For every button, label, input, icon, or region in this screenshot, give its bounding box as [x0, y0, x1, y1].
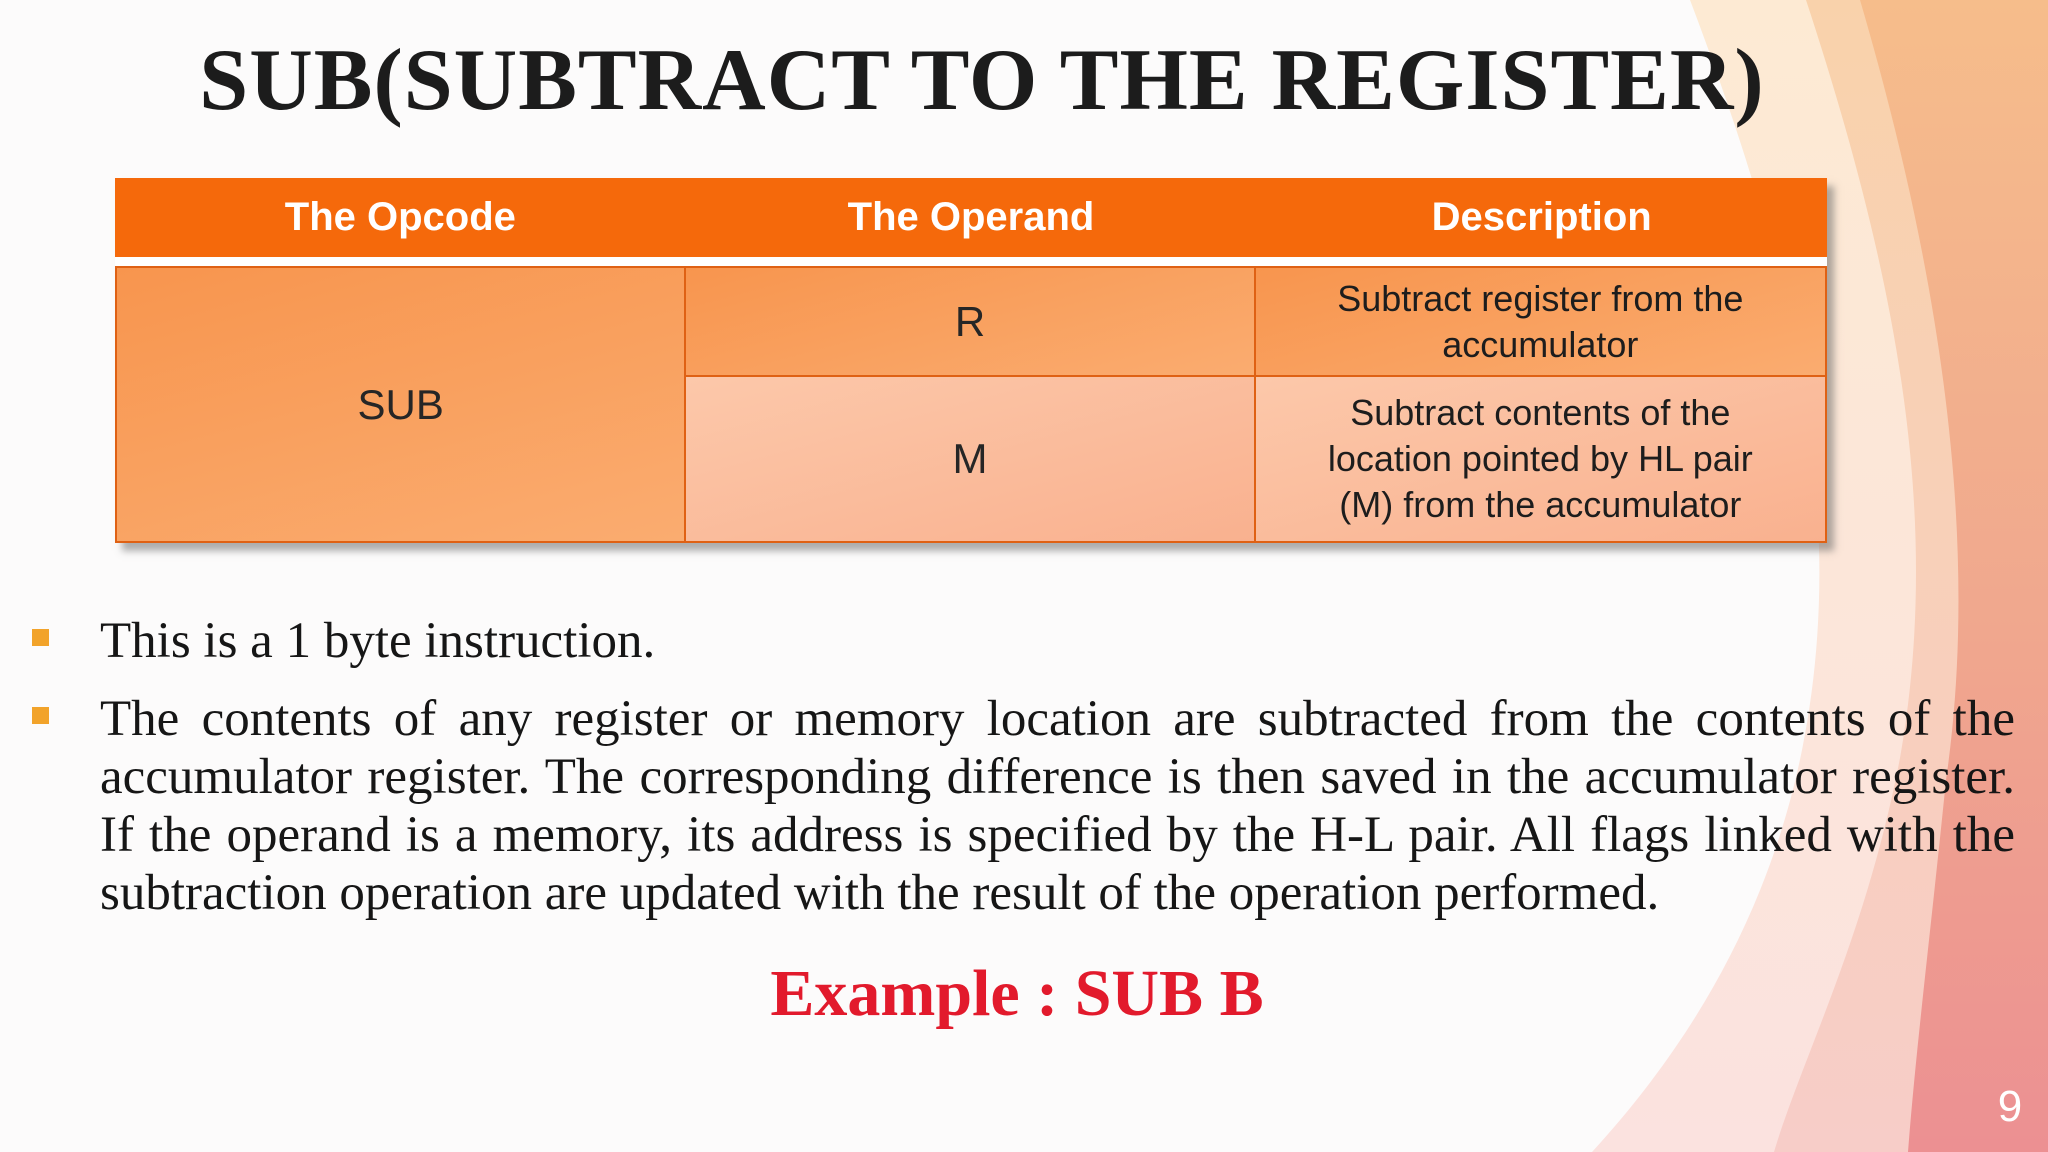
operand-cell-r: R — [686, 268, 1256, 377]
description-cell-m: Subtract contents of the location pointe… — [1255, 377, 1825, 541]
col-header-operand: The Operand — [847, 195, 1095, 239]
bullet-text-1: This is a 1 byte instruction. — [100, 612, 2015, 670]
header-separator — [115, 257, 1827, 266]
bullet-line: This is a 1 byte instruction. — [100, 613, 656, 669]
bullet-square-icon — [32, 629, 49, 646]
table-header-row: The Opcode The Operand Description — [115, 178, 1827, 257]
example-text: Example : SUB B — [770, 957, 1264, 1030]
bullet-item-2: The contents of any register or memory l… — [32, 690, 2015, 922]
description-line: accumulator — [1442, 323, 1639, 365]
bullet-line: subtraction operation are updated with t… — [100, 865, 1660, 921]
col-header-opcode: The Opcode — [284, 195, 516, 239]
bullet-square-icon — [32, 707, 49, 724]
description-line: Subtract contents of the — [1350, 392, 1731, 433]
bullet-line: The contents of any register or memory l… — [100, 691, 2015, 747]
table-body: SUB R Subtract register from the accumul… — [115, 266, 1827, 543]
instruction-table: The Opcode The Operand Description SUB R… — [115, 178, 1827, 543]
opcode-cell-sub: SUB — [117, 268, 687, 541]
bullet-item-1: This is a 1 byte instruction. — [32, 612, 2015, 670]
page-number: 9 — [1997, 1082, 2023, 1131]
bullet-text-2: The contents of any register or memory l… — [100, 690, 2015, 922]
swoosh-band-outer — [1860, 0, 2048, 1152]
bullet-line: accumulator register. The corresponding … — [100, 749, 2015, 805]
description-cell-r: Subtract register from the accumulator — [1255, 268, 1825, 377]
bullet-line: If the operand is a memory, its address … — [100, 807, 2015, 863]
description-line: Subtract register from the — [1337, 277, 1744, 319]
col-header-description: Description — [1431, 195, 1652, 239]
operand-cell-m: M — [686, 377, 1256, 541]
slide-title: SUB(SUBTRACT TO THE REGISTER) — [199, 32, 1765, 129]
description-line: (M) from the accumulator — [1339, 484, 1742, 525]
description-line: location pointed by HL pair — [1327, 438, 1753, 479]
